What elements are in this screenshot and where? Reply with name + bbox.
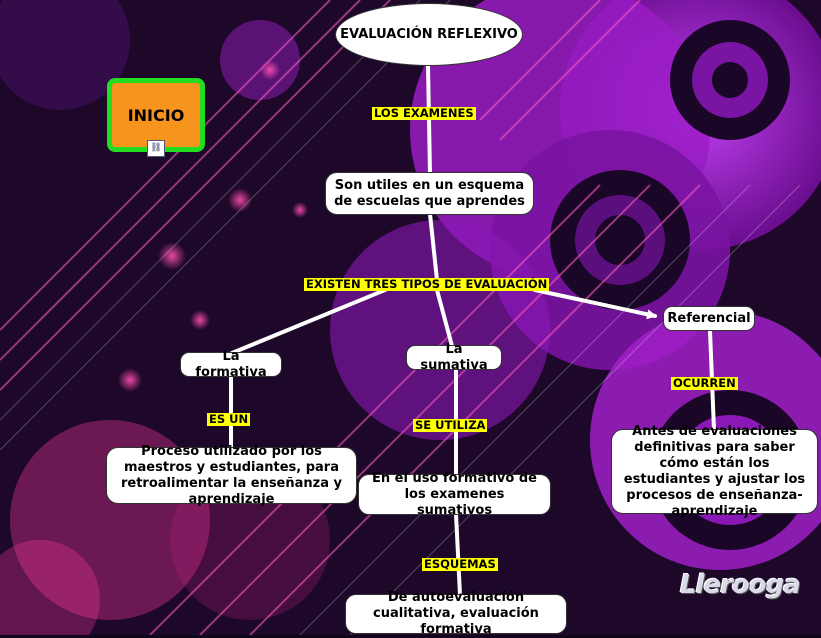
root-node: EVALUACIÓN REFLEXIVO — [335, 3, 523, 66]
label-es-un: ES UN — [207, 412, 251, 426]
link-utiles-existen — [428, 212, 439, 282]
label-se-utiliza: SE UTILIZA — [413, 418, 488, 432]
link-uso-autoeval — [454, 512, 462, 597]
label-los-examenes: LOS EXAMENES — [372, 106, 476, 120]
link-icon[interactable]: ⛓ — [147, 140, 165, 157]
watermark-logo: Llerooga — [680, 570, 801, 600]
node-autoevaluacion: De autoevaluación cualitativa, evaluació… — [345, 590, 567, 637]
link-existen-sumativa — [435, 288, 454, 348]
label-ocurren: OCURREN — [671, 376, 738, 390]
label-esquemas: ESQUEMAS — [422, 557, 498, 571]
label-existen-tres-tipos: EXISTEN TRES TIPOS DE EVALUACIÓN — [304, 277, 550, 291]
node-la-sumativa: La sumativa — [406, 342, 502, 373]
node-son-utiles: Son utiles en un esquema de escuelas que… — [325, 172, 534, 215]
node-antes-de-evaluaciones: Antes de evaluaciones definitivas para s… — [611, 424, 818, 519]
node-uso-formativo: En el uso formativo de los examenes suma… — [358, 471, 551, 518]
link-root-utiles — [426, 64, 432, 176]
node-referencial: Referencial — [663, 306, 755, 331]
link-existen-formativa — [230, 288, 387, 355]
node-proceso-utilizado: Proceso utilizado por los maestros y est… — [106, 444, 357, 507]
link-existen-referencial — [533, 288, 657, 320]
node-la-formativa: La formativa — [180, 349, 282, 380]
